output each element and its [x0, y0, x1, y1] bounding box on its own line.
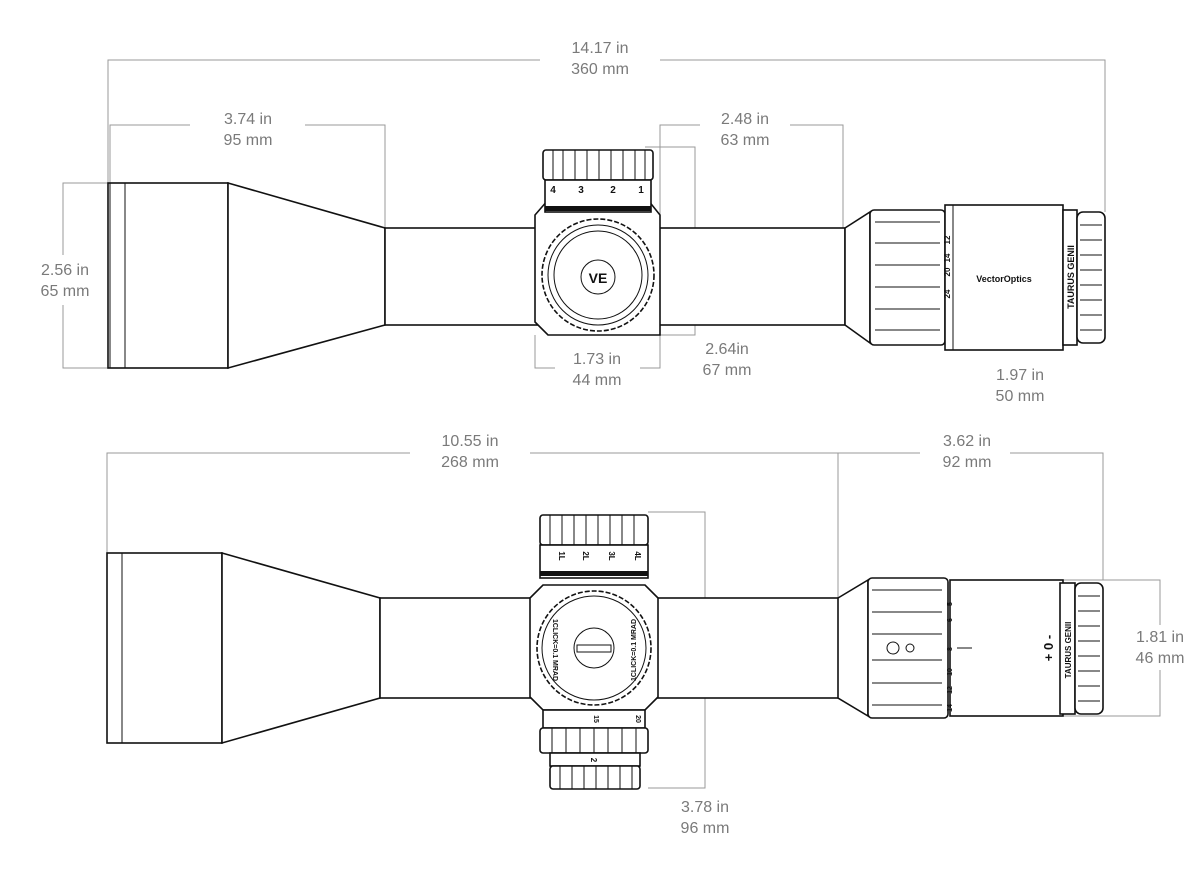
turret-span-mm: 96 mm	[681, 820, 730, 837]
svg-text:3: 3	[578, 185, 584, 196]
eyepiece-diameter-mm: 46 mm	[1136, 650, 1185, 667]
elevation-turret-cap	[539, 514, 649, 546]
turret-span-in: 3.78 in	[681, 799, 729, 816]
top-dimension-labels: 14.17 in 360 mm 3.74 in 95 mm 2.48 in 63…	[41, 40, 1045, 405]
slot-cap	[573, 627, 615, 669]
objective-taper	[227, 181, 386, 370]
svg-text:20: 20	[634, 715, 641, 723]
objective-taper	[221, 551, 381, 745]
power-ring	[867, 577, 949, 719]
svg-text:14: 14	[943, 253, 952, 262]
svg-text:1L: 1L	[557, 551, 566, 560]
overall-length-mm: 360 mm	[571, 61, 629, 78]
body-length-mm: 268 mm	[441, 454, 499, 471]
turret-knurl	[552, 150, 646, 180]
svg-text:8: 8	[947, 647, 954, 651]
svg-text:2L: 2L	[581, 551, 590, 560]
svg-text:24: 24	[943, 289, 952, 298]
objective-bell	[107, 182, 229, 369]
svg-text:1: 1	[638, 185, 644, 196]
overall-length-in: 14.17 in	[572, 40, 629, 57]
saddle-width-in: 1.73 in	[573, 351, 621, 368]
svg-text:4L: 4L	[633, 551, 642, 560]
eyepiece-diameter-in: 1.97 in	[996, 367, 1044, 384]
throw-lever-hole	[886, 641, 900, 655]
objective-bell	[106, 552, 223, 744]
turret-height-in: 2.64in	[705, 341, 749, 358]
saddle-width-mm: 44 mm	[573, 372, 622, 389]
bottom-dimension-lines	[106, 452, 1161, 789]
objective-diameter-mm: 65 mm	[41, 283, 90, 300]
turret-height-mm: 67 mm	[703, 362, 752, 379]
svg-text:20: 20	[943, 267, 952, 276]
svg-text:12: 12	[943, 235, 952, 244]
eyepiece-knurl	[1076, 211, 1106, 344]
eyepiece-diameter-mm: 50 mm	[996, 388, 1045, 405]
diopter-scale: + 0 -	[1041, 635, 1056, 661]
eyepiece-body	[944, 204, 1064, 351]
eyepiece-taper	[844, 210, 871, 345]
svg-text:4: 4	[550, 185, 556, 196]
windage-label-right: 1CLICK=0.1 MRAD	[631, 619, 638, 681]
svg-text:10: 10	[947, 668, 954, 676]
top-scope: 4 3 2 1 VE VectorOptics 12 14 20 24 TAUR…	[107, 149, 1106, 370]
elevation-turret-cap	[542, 149, 654, 181]
svg-text:5: 5	[947, 602, 954, 606]
svg-text:2: 2	[589, 758, 598, 763]
power-ring	[869, 209, 946, 346]
bottom-scope: 1L 2L 3L 4L 1CLICK=0.1 MRAD 1CLICK=0.1 M…	[106, 514, 1104, 790]
eyepiece-length-in: 3.62 in	[943, 433, 991, 450]
bottom-dimension-labels: 10.55 in 268 mm 3.62 in 92 mm 1.81 in 46…	[441, 433, 1184, 837]
model-label: TAURUS GENII	[1064, 622, 1073, 679]
eyepiece-taper	[837, 578, 869, 718]
eyepiece-length-mm: 92 mm	[943, 454, 992, 471]
objective-length-mm: 95 mm	[224, 132, 273, 149]
svg-text:VE: VE	[589, 270, 608, 286]
svg-text:15: 15	[592, 715, 599, 723]
svg-text:3L: 3L	[607, 551, 616, 560]
svg-text:12: 12	[947, 686, 954, 694]
brand-label: VectorOptics	[976, 274, 1032, 284]
body-length-in: 10.55 in	[442, 433, 499, 450]
svg-text:14: 14	[947, 704, 954, 712]
logo-icon	[580, 259, 616, 295]
eyepiece-knurl	[1074, 582, 1104, 715]
windage-knob	[541, 218, 655, 332]
windage-label-left: 1CLICK=0.1 MRAD	[551, 619, 558, 681]
windage-knob	[536, 590, 652, 706]
illumination-knob	[549, 765, 641, 790]
eyepiece-diameter-in: 1.81 in	[1136, 629, 1184, 646]
eyepiece-length-in: 2.48 in	[721, 111, 769, 128]
model-label: TAURUS GENII	[1066, 245, 1076, 309]
svg-text:2: 2	[610, 185, 616, 196]
objective-length-in: 3.74 in	[224, 111, 272, 128]
objective-diameter-in: 2.56 in	[41, 262, 89, 279]
eyepiece-length-mm: 63 mm	[721, 132, 770, 149]
svg-text:6: 6	[947, 618, 954, 622]
